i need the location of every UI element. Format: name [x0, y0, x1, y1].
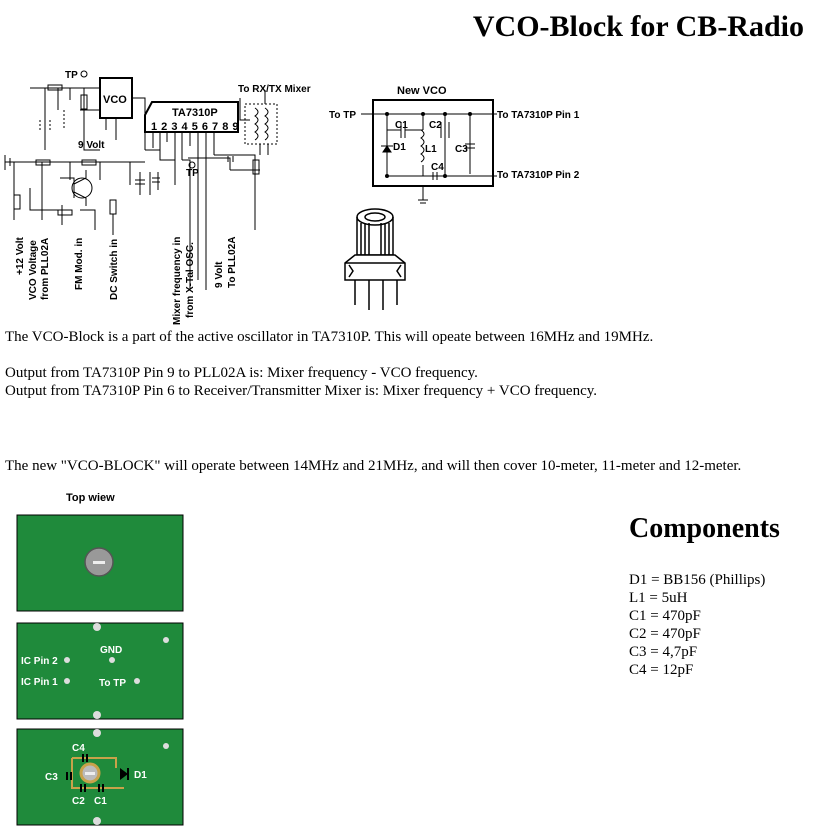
dc-switch-label: DC Switch in	[109, 239, 120, 300]
ic-pin1-label: IC Pin 1	[21, 677, 58, 688]
l1-label: L1	[425, 144, 437, 155]
components-list: D1 = BB156 (Phillips) L1 = 5uH C1 = 470p…	[629, 571, 765, 679]
c4-pad-label: C4	[72, 743, 85, 754]
c3-label: C3	[455, 144, 468, 155]
nine-volt-label: 9 Volt	[78, 140, 105, 151]
pin1-label: To TA7310P Pin 1	[497, 110, 580, 121]
pcb-board-pads: IC Pin 2 IC Pin 1 GND To TP	[16, 622, 184, 720]
new-vco-title: New VCO	[397, 85, 447, 97]
vco-voltage-label-2: from PLL02A	[40, 238, 51, 300]
mixer-label-2: from X-Tal OSC.	[185, 242, 196, 318]
pcb-board-top	[16, 514, 184, 612]
components-title: Components	[629, 513, 780, 544]
tp-top-label: TP	[65, 70, 78, 81]
gnd-label: GND	[100, 645, 122, 656]
v12-label: +12 Volt	[15, 236, 26, 275]
page-title: VCO-Block for CB-Radio	[472, 10, 804, 43]
component-item: C1 = 470pF	[629, 608, 701, 624]
ic-pins-label: 1 2 3 4 5 6 7 8 9	[151, 121, 239, 133]
component-item: D1 = BB156 (Phillips)	[629, 572, 766, 588]
component-item: L1 = 5uH	[629, 590, 688, 606]
d1-pad-label: D1	[134, 770, 147, 781]
c2-label: C2	[429, 120, 442, 131]
c1-pad-label: C1	[94, 796, 107, 807]
to-pll-label: To PLL02A	[227, 237, 238, 288]
paragraph-4: The new "VCO-BLOCK" will operate between…	[5, 458, 742, 474]
coil-form-drawing	[344, 208, 406, 310]
paragraph-3: Output from TA7310P Pin 6 to Receiver/Tr…	[5, 383, 598, 399]
c4-label: C4	[431, 162, 444, 173]
pcb-board-components: C4 C3 D1 C2 C1	[16, 728, 184, 826]
rx-tx-label: To RX/TX Mixer	[238, 84, 311, 95]
to-tp-label: To TP	[329, 110, 356, 121]
nine-volt-label-2: 9 Volt	[214, 261, 225, 288]
pin2-label: To TA7310P Pin 2	[497, 170, 580, 181]
new-vco-schematic: New VCO To TP To TA7310P Pin 1 To TA7310…	[329, 85, 580, 204]
component-item: C4 = 12pF	[629, 662, 694, 678]
paragraph-1: The VCO-Block is a part of the active os…	[5, 329, 654, 345]
component-item: C2 = 470pF	[629, 626, 701, 642]
boards-caption: Top wiew	[66, 492, 115, 504]
component-item: C3 = 4,7pF	[629, 644, 698, 660]
to-tp-pad-label: To TP	[99, 678, 126, 689]
diode-icon	[120, 768, 128, 780]
c3-pad-label: C3	[45, 772, 58, 783]
ic-pin2-label: IC Pin 2	[21, 656, 58, 667]
tp-mid-label: TP	[186, 168, 199, 179]
vco-voltage-label-1: VCO Voltage	[28, 240, 39, 300]
c2-pad-label: C2	[72, 796, 85, 807]
circuit-schematic: TP VCO TA7310P 1 2 3 4 5 6 7 8 9 To RX/T…	[4, 70, 311, 325]
fm-mod-label: FM Mod. in	[74, 238, 85, 290]
c1-label: C1	[395, 120, 408, 131]
vco-box-label: VCO	[103, 94, 127, 106]
ic-name-label: TA7310P	[172, 107, 218, 119]
d1-label: D1	[393, 142, 406, 153]
mixer-label-1: Mixer frequency in	[172, 237, 183, 325]
paragraph-2: Output from TA7310P Pin 9 to PLL02A is: …	[5, 365, 478, 381]
